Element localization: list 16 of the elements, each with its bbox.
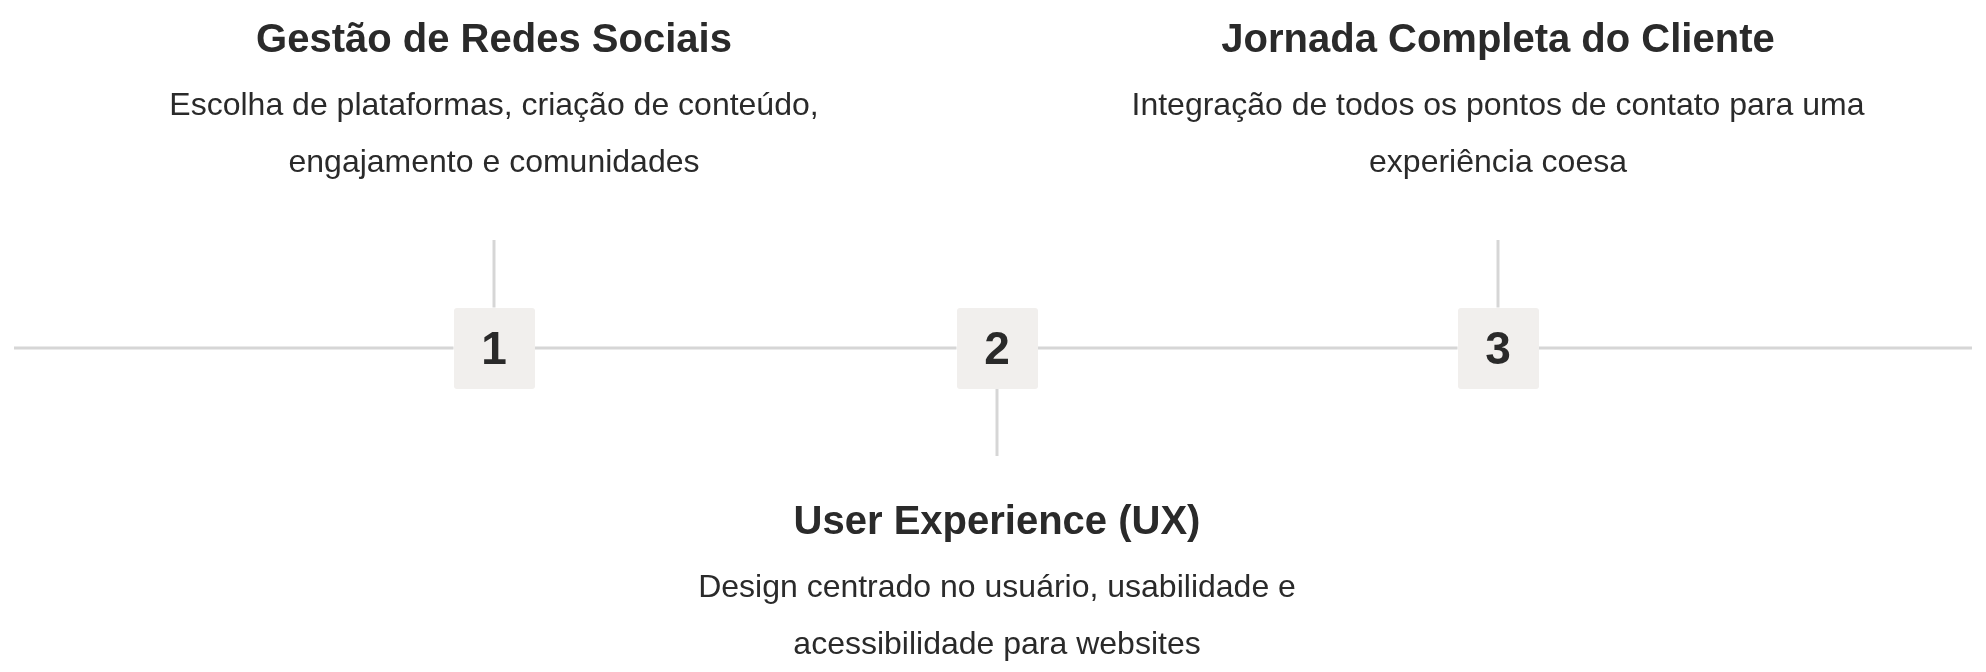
connector-line (1496, 240, 1500, 308)
step-heading: Gestão de Redes Sociais (256, 15, 732, 62)
step-number-box: 1 (453, 307, 535, 389)
timeline-line (14, 346, 454, 350)
connector-line (995, 388, 999, 456)
step-number-box: 3 (1457, 307, 1539, 389)
step-number-box: 2 (956, 307, 1038, 389)
step-heading: User Experience (UX) (793, 497, 1201, 544)
step-heading: Jornada Completa do Cliente (1221, 15, 1775, 62)
timeline-line (534, 346, 957, 350)
step-description: Integração de todos os pontos de contato para uma experiência coesa (1130, 85, 1866, 181)
connector-line (492, 240, 496, 308)
step-description: Escolha de plataformas, criação de conteúdo, engajamento e comunidades (168, 85, 820, 181)
timeline-line (1037, 346, 1458, 350)
step-description: Design centrado no usuário, usabilidade e acessibilidade para websites (697, 567, 1297, 663)
timeline-line (1538, 346, 1972, 350)
